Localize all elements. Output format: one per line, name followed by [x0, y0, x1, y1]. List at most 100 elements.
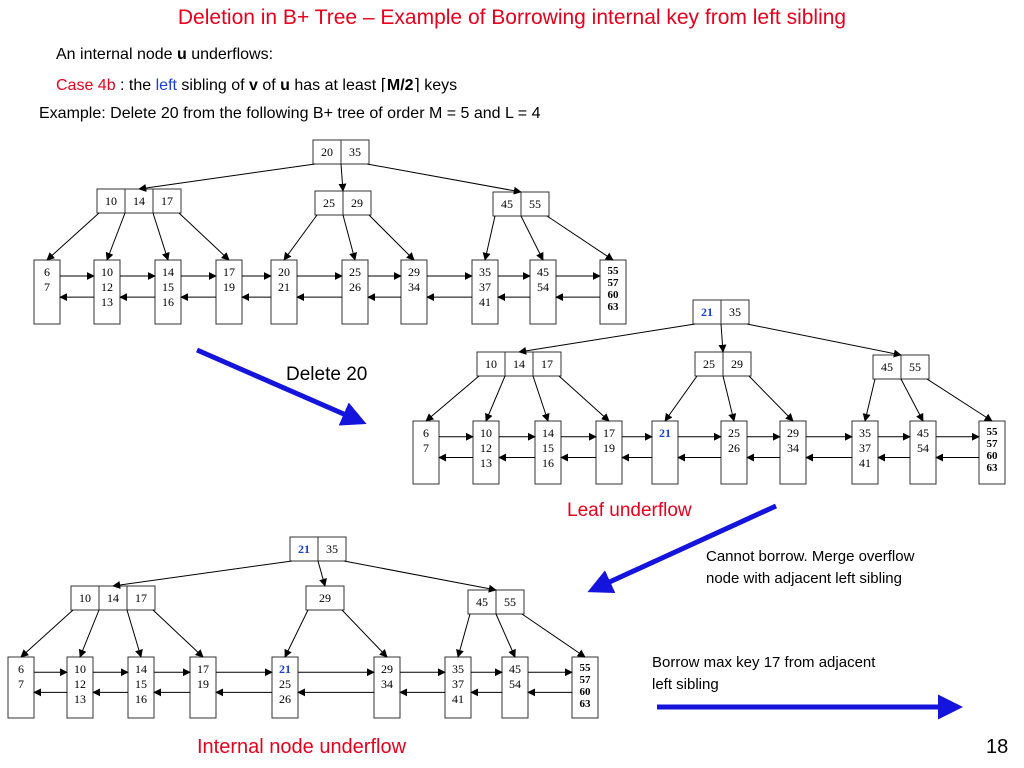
child-pointer [366, 163, 522, 195]
leaf-box [909, 420, 937, 485]
child-pointer [456, 613, 471, 658]
leaf-underflow-label: Leaf underflow [567, 500, 692, 521]
leaf-box [720, 420, 748, 485]
child-pointer [521, 613, 586, 658]
leaf-key: 26 [279, 692, 291, 706]
leaf-node: 67 [33, 259, 61, 325]
leaf-box [127, 656, 155, 719]
leaf-key: 57 [987, 438, 999, 450]
leaf-key: 41 [859, 456, 871, 470]
leaf-key: 29 [381, 662, 393, 676]
leaf-key: 15 [542, 441, 554, 455]
leaf-key: 16 [162, 295, 174, 309]
leaf-box [412, 420, 440, 485]
internal-node-key: 25 [703, 357, 715, 371]
child-pointer [546, 215, 614, 261]
leaf-key: 12 [480, 441, 492, 455]
leaf-node: 67 [412, 420, 440, 485]
child-pointer [518, 323, 696, 355]
line1-suffix: underflows: [186, 46, 274, 63]
root-node-key: 35 [349, 145, 361, 159]
leaf-key: 14 [162, 265, 174, 279]
internal-node-underflow-label: Internal node underflow [197, 736, 407, 758]
leaf-key: 35 [452, 662, 464, 676]
child-pointer [862, 378, 876, 422]
child-pointer [283, 214, 318, 261]
leaf-key: 21 [659, 426, 671, 440]
leaf-key: 13 [101, 295, 113, 309]
internal-node-key: 45 [501, 197, 513, 211]
leaf-key: 25 [349, 265, 361, 279]
leaf-key: 35 [859, 426, 871, 440]
child-pointer [520, 215, 544, 261]
leaf-key: 21 [278, 280, 290, 294]
leaf-key: 60 [580, 686, 592, 698]
internal-node-key: 17 [541, 357, 553, 371]
cannot-borrow-line1: Cannot borrow. Merge overflow [706, 548, 915, 565]
example-line: Example: Delete 20 from the following B+… [39, 105, 541, 122]
leaf-key: 57 [580, 674, 592, 686]
leaf-key: 55 [987, 426, 999, 438]
page-number: 18 [986, 736, 1009, 758]
leaf-key: 17 [223, 265, 235, 279]
cannot-borrow-line2: node with adjacent left sibling [706, 570, 902, 587]
child-pointer [558, 375, 610, 422]
child-pointer [105, 212, 126, 261]
child-pointer [482, 215, 496, 261]
leaf-key: 45 [917, 426, 929, 440]
leaf-key: 37 [479, 280, 491, 294]
internal-node-key: 14 [513, 357, 525, 371]
leaf-box [534, 420, 562, 485]
case-label: Case 4b [56, 77, 116, 94]
leaf-box [595, 420, 623, 485]
leaf-key: 63 [987, 462, 999, 474]
child-pointer [78, 609, 100, 658]
leaf-key: 7 [423, 441, 429, 455]
child-pointer [746, 323, 902, 358]
case-text-e: keys [419, 77, 458, 94]
leaf-key: 7 [18, 677, 24, 691]
leaf-key: 17 [197, 662, 209, 676]
leaf-key: 26 [349, 280, 361, 294]
internal-node-box [305, 585, 345, 611]
case-v: v [249, 77, 258, 94]
child-pointer [926, 378, 993, 422]
leaf-key: 54 [509, 677, 521, 691]
child-pointer [342, 214, 358, 261]
child-pointer [343, 560, 497, 593]
leaf-key: 16 [135, 692, 147, 706]
leaf-box [571, 656, 599, 719]
leaf-key: 57 [608, 277, 620, 289]
leaf-box [341, 259, 369, 325]
internal-node-key: 29 [351, 196, 363, 210]
leaf-key: 41 [452, 692, 464, 706]
internal-node-underflow-line: An internal node u underflows: [56, 46, 273, 64]
child-pointer [722, 375, 737, 422]
leaf-key: 19 [223, 280, 235, 294]
leaf-key: 45 [509, 662, 521, 676]
internal-node-key: 10 [485, 357, 497, 371]
child-pointer [20, 609, 74, 658]
delete-20-label: Delete 20 [286, 364, 368, 385]
step-arrow-merge [587, 503, 778, 594]
internal-node-box [96, 188, 182, 214]
